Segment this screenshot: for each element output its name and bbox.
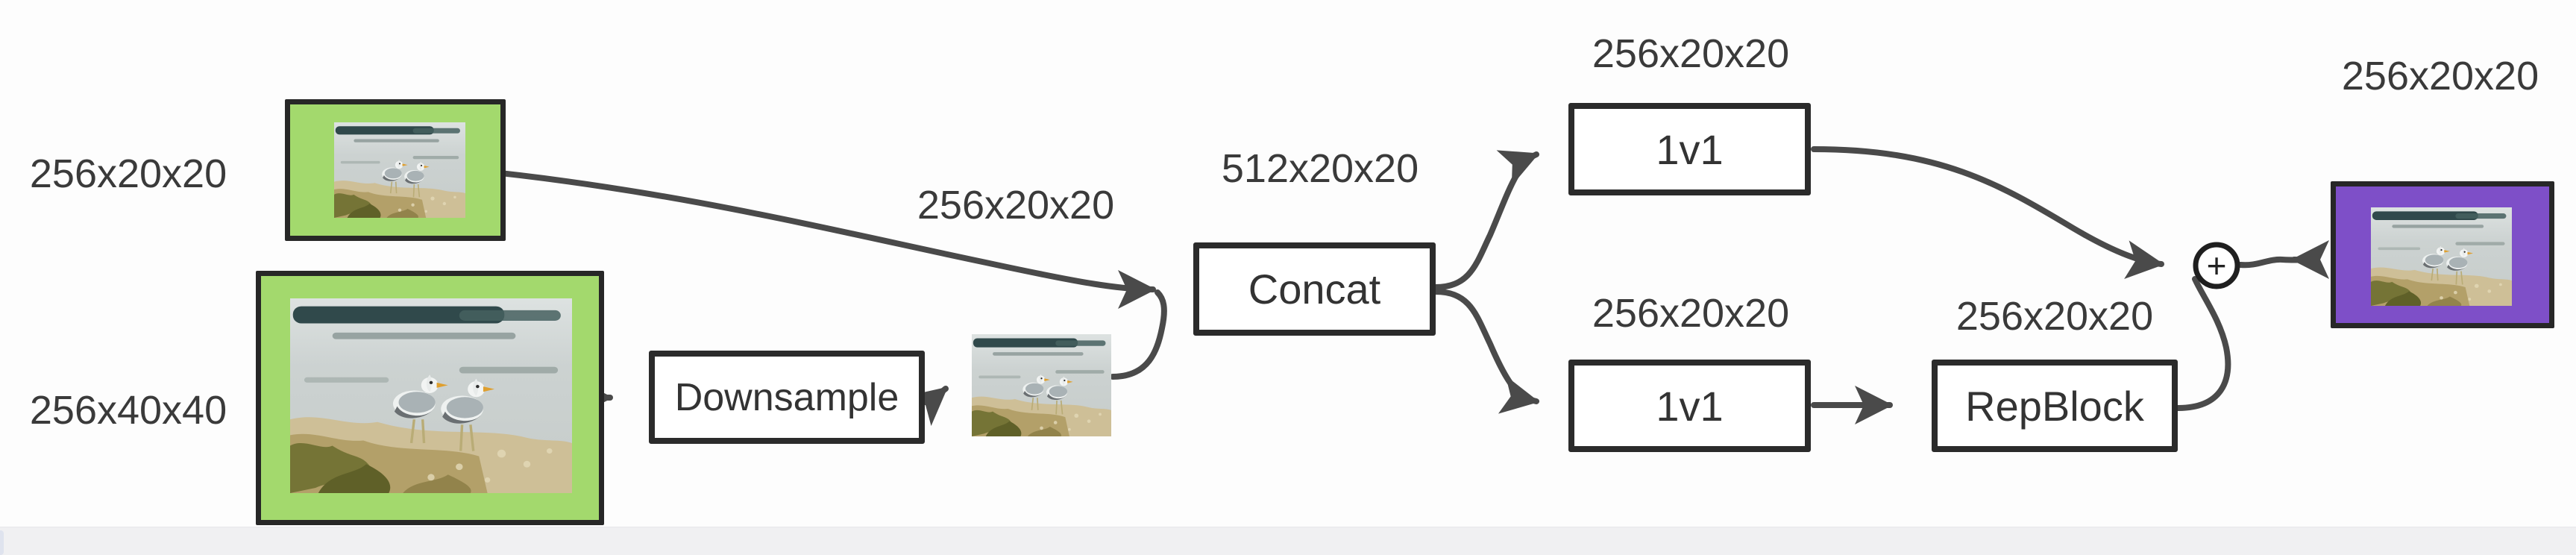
skip-dim-label: 256x20x20 [917, 183, 1115, 228]
bottom-band [0, 527, 2576, 555]
add-plus-icon: + [2207, 246, 2227, 285]
conv-top-label: 1v1 [1656, 125, 1724, 173]
input-small-image [285, 99, 506, 241]
edge-repblock-to-add [2175, 276, 2231, 411]
edge-concat-to-conv-bottom [1433, 289, 1539, 414]
downsample-label: Downsample [674, 375, 899, 419]
repblock-label: RepBlock [1965, 382, 2144, 430]
output-image [2331, 181, 2554, 328]
seagull-photo [2371, 207, 2512, 306]
conv-top-dim-label: 256x20x20 [1592, 31, 1790, 76]
seagull-photo [290, 298, 572, 493]
edge-downsample-to-photo [906, 386, 949, 427]
downsampled-photo [972, 334, 1111, 436]
downsample-box: Downsample [649, 351, 925, 444]
scrollbar-remnant [0, 530, 4, 555]
add-circle [2193, 242, 2240, 289]
repblock-box: RepBlock [1932, 360, 2178, 452]
add-node: + [2193, 242, 2240, 289]
concat-dim-label: 512x20x20 [1221, 146, 1419, 191]
conv-bottom-box: 1v1 [1568, 360, 1811, 452]
repblock-dim-label: 256x20x20 [1955, 294, 2154, 339]
concat-label: Concat [1248, 266, 1381, 313]
input-large-image [256, 271, 604, 525]
edge-photo-to-concat [1110, 289, 1167, 380]
concat-box: Concat [1193, 242, 1436, 336]
edge-concat-to-conv-top [1433, 150, 1539, 290]
edge-input-small-to-concat [468, 167, 1156, 309]
edge-conv-top-to-add [1811, 146, 2164, 279]
input-large-dim-label: 256x40x40 [29, 388, 227, 433]
conv-top-box: 1v1 [1568, 103, 1811, 195]
seagull-photo [334, 122, 465, 218]
input-small-dim-label: 256x20x20 [29, 151, 227, 196]
output-dim-label: 256x20x20 [2341, 54, 2539, 98]
conv-bottom-dim-label: 256x20x20 [1592, 291, 1790, 336]
edge-add-to-output [2237, 240, 2330, 280]
conv-bottom-label: 1v1 [1656, 382, 1724, 430]
